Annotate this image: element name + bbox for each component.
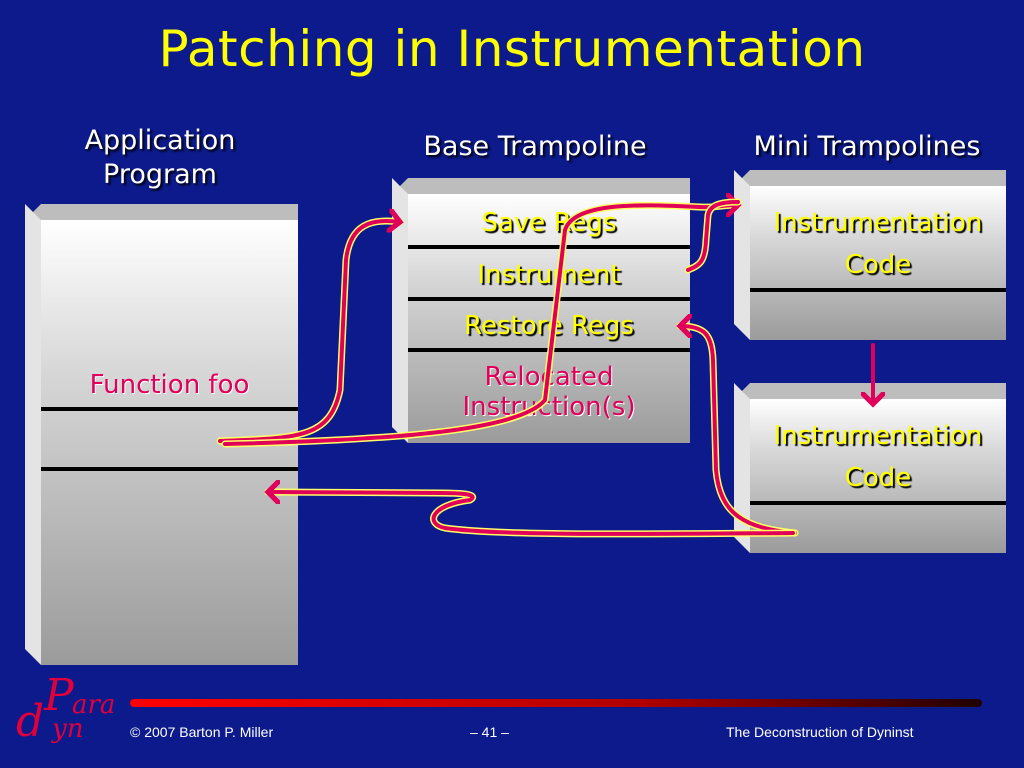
arrow-mini2-to-restore [676,322,799,537]
code-label: Code [844,463,912,493]
box-top [734,383,1006,399]
application-program-box: Function foo [25,204,298,665]
divider [408,297,690,301]
box-side [25,204,41,665]
arrow-foo-to-save-regs [218,221,400,443]
arrow-instrument-to-mini [221,201,742,448]
paradyn-logo: P ara d yn [16,670,126,747]
arrow-instrument-right [686,200,740,272]
slide-title: Patching in Instrumentation [158,20,866,78]
instructions-cell: Instruction(s) [462,392,636,422]
logo-d: d [16,696,45,747]
box-front [750,186,1006,340]
box-top [734,170,1006,186]
box-side [734,383,750,553]
restore-regs-cell: Restore Regs [464,311,634,341]
arrow-return-to-app [268,492,795,536]
divider [750,501,1006,505]
arrow-instrument-to-mini [223,205,738,446]
logo-p: P [44,670,74,721]
arrow-mini2-to-restore [680,326,797,535]
instrument-cell: Instrument [477,260,621,290]
label-mini-trampolines: Mini Trampolines [753,131,981,162]
footer-bar [130,699,982,707]
footer-page-number: – 41 – [470,724,509,740]
instrumentation-label: Instrumentation [773,421,983,451]
label-base-trampoline: Base Trampoline [423,131,647,162]
box-top [392,178,690,194]
divider [41,407,298,411]
footer-copyright: © 2007 Barton P. Miller [130,724,274,740]
function-foo-label: Function foo [89,370,250,400]
divider [41,467,298,471]
label-application: Application [84,125,236,156]
box-front [750,399,1006,553]
arrow-foo-to-save-regs [216,217,404,445]
label-program: Program [103,159,217,190]
arrow-return-to-app [264,488,797,538]
instrumentation-label: Instrumentation [773,208,983,238]
base-trampoline-box: Save Regs Instrument Restore Regs Reloca… [392,178,690,443]
logo-ara: ara [72,690,116,720]
arrow-instrument-right [684,198,742,274]
label-application-program: Application Program [55,124,265,192]
box-side [392,178,408,443]
divider [750,288,1006,292]
mini-trampoline-2: Instrumentation Code [734,383,1006,553]
footer-subtitle: The Deconstruction of Dyninst [726,724,914,740]
box-top [25,204,298,220]
logo-yn: yn [52,714,84,744]
box-front [408,194,690,443]
code-label: Code [844,250,912,280]
divider [408,245,690,249]
mini-trampoline-1: Instrumentation Code [734,170,1006,340]
